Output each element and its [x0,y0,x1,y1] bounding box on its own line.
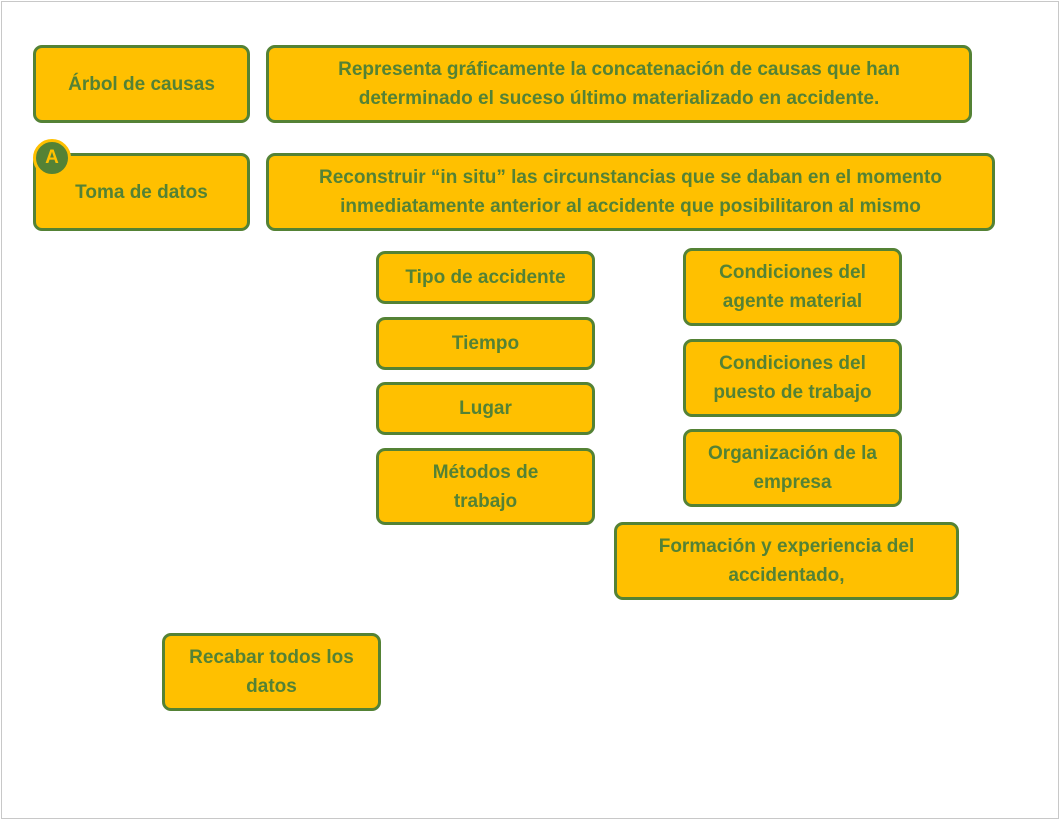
item-metodos-de-trabajo: Métodos de trabajo [376,448,595,525]
definition-arbol-de-causas: Representa gráficamente la concatenación… [266,45,972,123]
item-condiciones-puesto-trabajo: Condiciones del puesto de trabajo [683,339,902,417]
item-recabar-datos: Recabar todos los datos [162,633,381,711]
item-condiciones-agente-material: Condiciones del agente material [683,248,902,326]
term-arbol-de-causas: Árbol de causas [33,45,250,123]
item-tipo-de-accidente: Tipo de accidente [376,251,595,304]
definition-toma-de-datos: Reconstruir “in situ” las circunstancias… [266,153,995,231]
item-lugar: Lugar [376,382,595,435]
item-tiempo: Tiempo [376,317,595,370]
badge-a: A [33,139,71,177]
item-organizacion-empresa: Organización de la empresa [683,429,902,507]
item-formacion-experiencia: Formación y experiencia del accidentado, [614,522,959,600]
term-toma-de-datos: Toma de datos [33,153,250,231]
